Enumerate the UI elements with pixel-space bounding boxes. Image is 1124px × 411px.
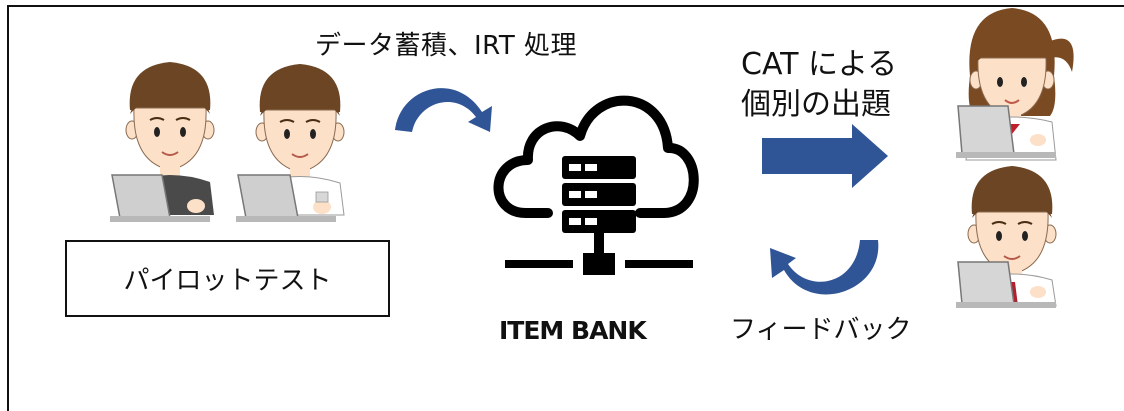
student-icon [956,7,1074,161]
cat-label-line1: CAT による [741,47,898,82]
feedback-label: フィードバック [730,315,912,345]
item-bank-label: ITEM BANK [499,316,647,345]
curved-arrow-icon [770,240,879,295]
data-accumulation-label: データ蓄積、IRT 処理 [315,31,577,61]
curved-arrow-icon [395,88,492,132]
cloud-server-icon [493,95,699,275]
cat-label-line2: 個別の出題 [741,87,891,122]
pilot-test-label: パイロットテスト [123,266,332,296]
student-icon [110,61,215,222]
right-arrow-icon [762,124,888,188]
diagram-frame [7,5,1124,411]
pilot-test-box: パイロットテスト [65,240,390,317]
student-icon [956,165,1057,308]
student-icon [236,63,345,222]
